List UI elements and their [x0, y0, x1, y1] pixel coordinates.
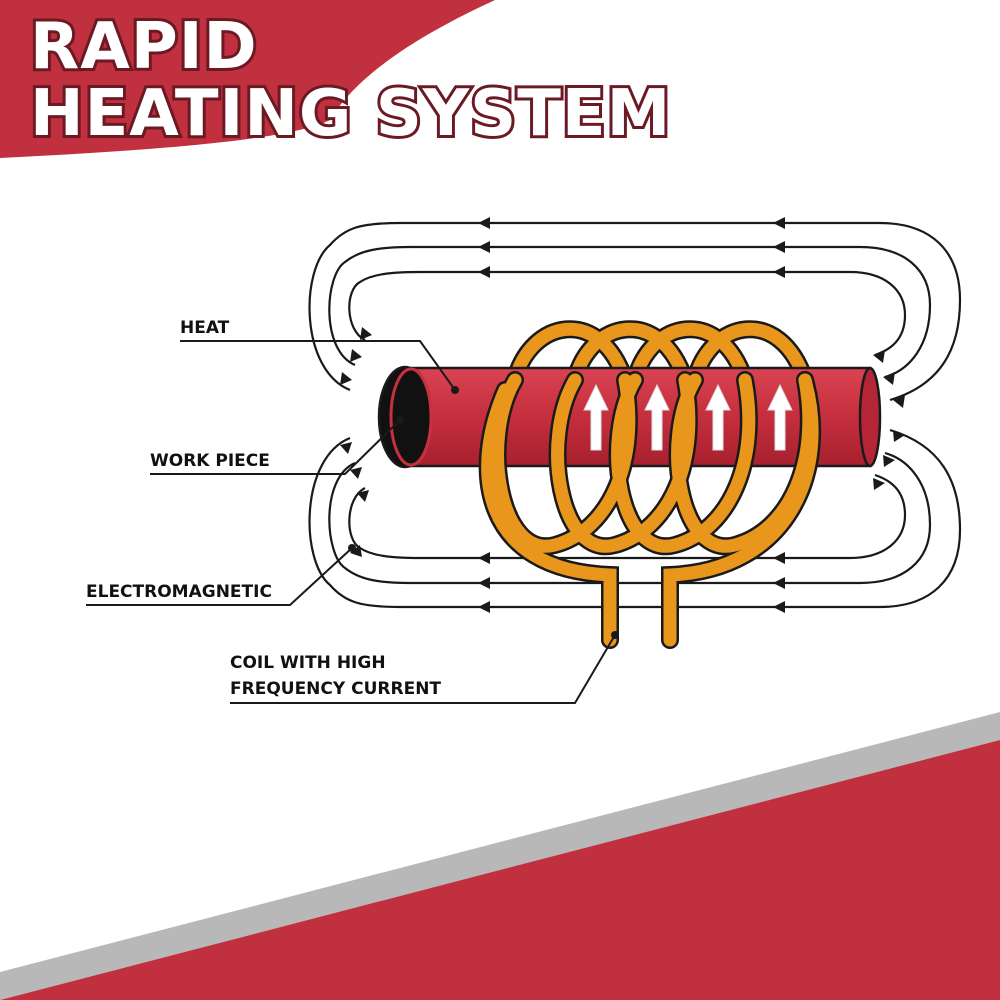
coil-loop-3: [611, 373, 756, 553]
arrow-top-1a: [478, 217, 490, 229]
arrow-bottom-3a: [478, 601, 490, 613]
heat-arrow-1: [583, 383, 609, 451]
field-arrowheads: [340, 217, 905, 613]
arrow-right-top-2: [883, 372, 895, 385]
title-line-2: HEATING SYSTEM: [30, 77, 671, 151]
arrow-top-3a: [478, 266, 490, 278]
arrow-left-top-2: [350, 349, 362, 362]
coil-loop-1: [491, 373, 636, 553]
electromagnetic-label: ELECTROMAGNETIC: [86, 582, 272, 602]
field-line-bottom-inner: [348, 473, 907, 560]
arrow-top-1b: [773, 217, 785, 229]
heat-arrows: [583, 383, 793, 451]
title-line-1: RAPID: [30, 10, 258, 84]
arrow-top-2b: [773, 241, 785, 253]
work-piece-leader-dot: [396, 416, 404, 424]
field-line-bottom-middle: [328, 451, 932, 585]
arrow-left-bottom-2: [350, 467, 362, 479]
arrow-right-bottom-1: [893, 430, 905, 442]
field-line-top-inner: [348, 270, 907, 357]
arrow-left-top-3: [360, 327, 372, 340]
coil-lead-right: [663, 373, 819, 647]
arrow-top-3b: [773, 266, 785, 278]
coil-label-line-1: COIL WITH HIGH: [230, 653, 386, 673]
bottom-red-band: [0, 740, 1000, 1000]
field-line-bottom-outer: [308, 428, 962, 609]
heat-arrow-3: [705, 383, 731, 451]
heat-arrow-2: [644, 383, 670, 451]
work-piece-leader: [150, 419, 401, 475]
work-piece-left-rim: [389, 367, 433, 467]
coil-leader: [230, 634, 616, 704]
arrow-right-top-3: [893, 395, 905, 408]
arrow-bottom-1a: [478, 552, 490, 564]
electromagnetic-leader: [86, 547, 353, 606]
work-piece-right-end: [858, 366, 882, 468]
arrow-bottom-2b: [773, 577, 785, 589]
coil-back-arcs-fill: [508, 322, 812, 387]
heat-leader-dot: [451, 386, 459, 394]
arrow-left-bottom-3: [357, 490, 369, 502]
arrow-left-bottom-1: [340, 442, 352, 454]
coil-lead-left: [481, 383, 617, 647]
coil-leader-dot: [611, 631, 619, 639]
arrow-bottom-1b: [773, 552, 785, 564]
leader-lines: [86, 340, 619, 704]
arrow-right-bottom-3: [873, 478, 885, 490]
heat-leader: [180, 340, 456, 391]
arrow-right-top-1: [873, 350, 885, 363]
coil-loop-2: [551, 373, 696, 553]
arrow-bottom-2a: [478, 577, 490, 589]
coil-label-line-2: FREQUENCY CURRENT: [230, 679, 441, 699]
electromagnetic-leader-dot: [348, 544, 356, 552]
arrow-right-bottom-2: [883, 455, 895, 467]
arrow-bottom-3b: [773, 601, 785, 613]
heat-arrow-4: [767, 383, 793, 451]
bottom-gray-stripe: [0, 712, 1000, 1000]
heat-label: HEAT: [180, 318, 230, 338]
field-line-top-middle: [328, 245, 932, 379]
arrow-left-top-1: [340, 372, 352, 385]
arrow-top-2a: [478, 241, 490, 253]
field-line-top-outer: [308, 221, 962, 402]
electromagnetic-field-lines: [308, 221, 962, 609]
top-banner-shape: [0, 0, 495, 158]
work-piece-label: WORK PIECE: [150, 451, 270, 471]
arrow-left-lower-1: [350, 545, 362, 557]
coil: [481, 373, 819, 647]
